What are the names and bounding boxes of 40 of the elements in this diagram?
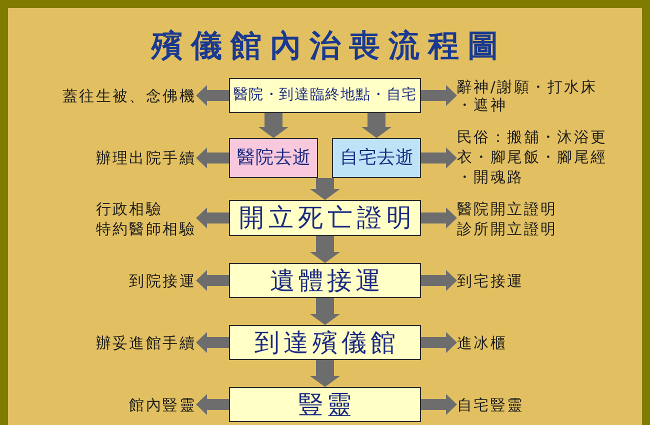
side-note: 行政相驗 bbox=[96, 199, 164, 219]
side-note: 特約醫師相驗 bbox=[96, 219, 196, 239]
process-box: 開立死亡證明 bbox=[229, 200, 421, 236]
arrow bbox=[421, 148, 457, 168]
side-note: 醫院開立證明 bbox=[457, 199, 558, 219]
arrow bbox=[196, 208, 229, 228]
arrow bbox=[258, 113, 288, 138]
arrow bbox=[196, 270, 229, 291]
side-note: 民俗：搬舖・沐浴更衣・腳尾飯・腳尾經・開魂路 bbox=[457, 127, 610, 187]
side-note: 館內豎靈 bbox=[129, 394, 196, 414]
process-box: 到達殯儀館 bbox=[229, 325, 421, 360]
arrow bbox=[196, 332, 229, 353]
side-note: 到院接運 bbox=[129, 270, 196, 290]
arrow bbox=[421, 394, 457, 415]
arrow bbox=[310, 178, 340, 200]
arrow bbox=[310, 236, 340, 263]
arrow bbox=[196, 394, 229, 415]
arrow bbox=[362, 113, 392, 138]
side-note: 進冰櫃 bbox=[457, 332, 508, 352]
side-note: 辦理出院手續 bbox=[96, 148, 196, 168]
process-box: 遺體接運 bbox=[229, 263, 421, 298]
process-box: 自宅去逝 bbox=[332, 138, 421, 178]
arrow bbox=[421, 85, 457, 106]
side-note: 蓋往生被、念佛機 bbox=[62, 86, 196, 106]
side-note: 自宅豎靈 bbox=[457, 394, 524, 414]
arrow bbox=[310, 298, 340, 325]
process-box: 醫院去逝 bbox=[229, 138, 318, 178]
arrow bbox=[421, 332, 457, 353]
arrow bbox=[421, 270, 457, 291]
arrow bbox=[196, 85, 229, 106]
arrow bbox=[421, 208, 457, 228]
side-note: 辦妥進館手續 bbox=[96, 332, 196, 352]
process-box: 豎靈 bbox=[229, 387, 421, 422]
arrow bbox=[310, 360, 340, 387]
arrow bbox=[196, 148, 229, 168]
side-note: 辭神/謝願・打水床・遮神 bbox=[457, 78, 610, 114]
title: 殯儀館內治喪流程圖 bbox=[150, 27, 507, 66]
side-note: 診所開立證明 bbox=[457, 219, 558, 239]
side-note: 到宅接運 bbox=[457, 270, 524, 290]
process-box: 醫院・到達臨終地點・自宅 bbox=[229, 78, 421, 113]
